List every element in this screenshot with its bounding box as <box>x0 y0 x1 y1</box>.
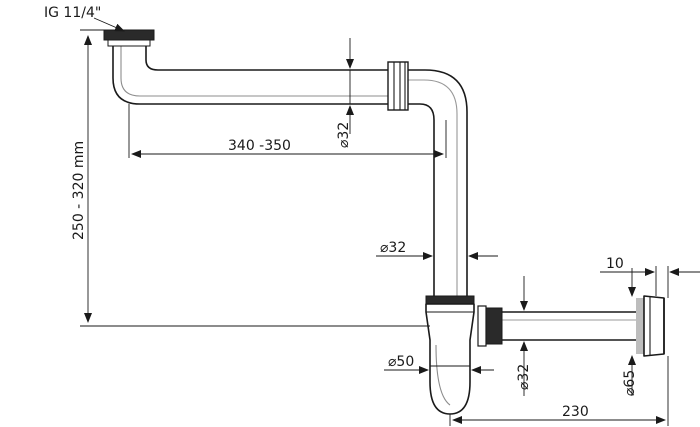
trap-bottle <box>425 303 475 415</box>
upper-pipe-diameter-label: ⌀32 <box>336 122 352 148</box>
upper-joint <box>387 61 409 111</box>
thread-leader <box>93 17 125 32</box>
outlet-length-dimension <box>449 356 669 426</box>
height-dimension <box>80 29 430 327</box>
thread-label: IG 11/4" <box>44 5 101 21</box>
horizontal-length-label: 340 -350 <box>228 138 291 154</box>
vertical-pipe-diameter-label: ⌀32 <box>380 240 406 256</box>
outlet-length-label: 230 <box>562 404 589 420</box>
inlet-nut <box>107 39 151 47</box>
flange-thickness-label: 10 <box>606 256 624 272</box>
horizontal-length-dimension <box>128 104 447 158</box>
outlet-nut <box>485 307 503 345</box>
outlet-pipe-diameter-label: ⌀32 <box>516 364 532 390</box>
height-range-label: 250 - 320 mm <box>71 141 87 240</box>
trap-top-nut <box>425 295 475 305</box>
wall-flange <box>643 295 665 357</box>
elbow-and-vertical-pipe <box>408 69 468 296</box>
outlet-pipe <box>477 295 665 357</box>
inlet-pipe-inner <box>145 46 392 71</box>
trap-body <box>425 295 475 415</box>
flange-thickness-dimension <box>600 266 700 298</box>
elbow-outer <box>408 69 468 296</box>
flange-diameter-label: ⌀65 <box>622 370 638 396</box>
elbow-inner <box>408 103 435 296</box>
inlet-cap <box>103 29 155 41</box>
inlet-pipe-outer <box>112 46 392 105</box>
trap-diameter-label: ⌀50 <box>388 354 414 370</box>
inlet-pipe-highlight <box>120 46 392 97</box>
wall-flange-ring <box>636 298 644 354</box>
inlet-pipe <box>103 29 392 105</box>
